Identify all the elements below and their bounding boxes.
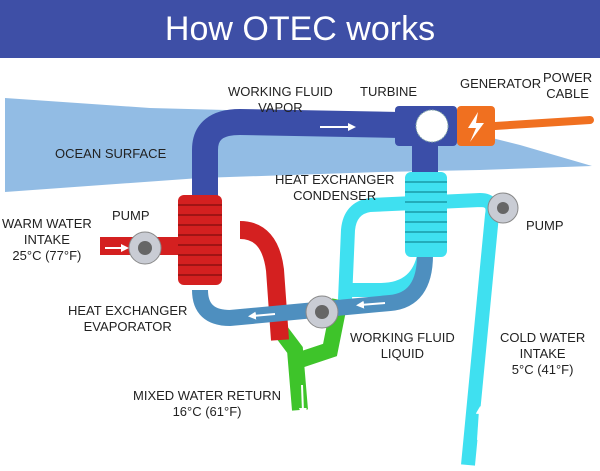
label-line: LIQUID <box>380 346 425 361</box>
evaporator-coil <box>178 195 222 285</box>
label-line: POWER <box>543 70 593 85</box>
pump-left <box>128 231 162 265</box>
label-line: WORKING FLUID <box>228 84 333 99</box>
label-turbine: TURBINE <box>360 84 418 99</box>
mixed-flow-arrow <box>298 384 307 416</box>
pump-center <box>305 295 339 329</box>
label-line: INTAKE <box>23 232 70 247</box>
label-line: 16°C (61°F) <box>172 404 242 419</box>
liquid-flow-arrow <box>356 300 386 309</box>
label-generator: GENERATOR <box>460 76 542 91</box>
lightning-icon <box>468 112 484 142</box>
pump-right <box>487 192 519 224</box>
label-pump-left: PUMP <box>112 208 150 223</box>
label-line: INTAKE <box>519 346 566 361</box>
label-line: WARM WATER <box>2 216 92 231</box>
label-line: WORKING FLUID <box>350 330 455 345</box>
label-pump-right: PUMP <box>526 218 564 233</box>
label-line: EVAPORATOR <box>83 319 172 334</box>
power-cable <box>491 116 594 130</box>
liquid-flow-arrow-2 <box>248 311 276 320</box>
label-line: CABLE <box>546 86 589 101</box>
page-title: How OTEC works <box>164 9 436 48</box>
label-line: 5°C (41°F) <box>511 362 574 377</box>
working-fluid-liquid-pipe <box>192 254 433 327</box>
label-ocean-surface: OCEAN SURFACE <box>55 146 167 161</box>
ocean-surface <box>5 98 592 192</box>
label-line: CONDENSER <box>293 188 377 203</box>
label-line: COLD WATER <box>500 330 586 345</box>
label-line: MIXED WATER RETURN <box>133 388 282 403</box>
label-line: VAPOR <box>258 100 303 115</box>
condenser-coil <box>405 172 447 257</box>
cold-flow-arrow <box>475 406 484 441</box>
label-line: 25°C (77°F) <box>12 248 82 263</box>
label-line: HEAT EXCHANGER <box>68 303 188 318</box>
turbine-fan-icon <box>415 109 449 143</box>
label-line: HEAT EXCHANGER <box>275 172 395 187</box>
title-banner: How OTEC works <box>0 0 600 58</box>
